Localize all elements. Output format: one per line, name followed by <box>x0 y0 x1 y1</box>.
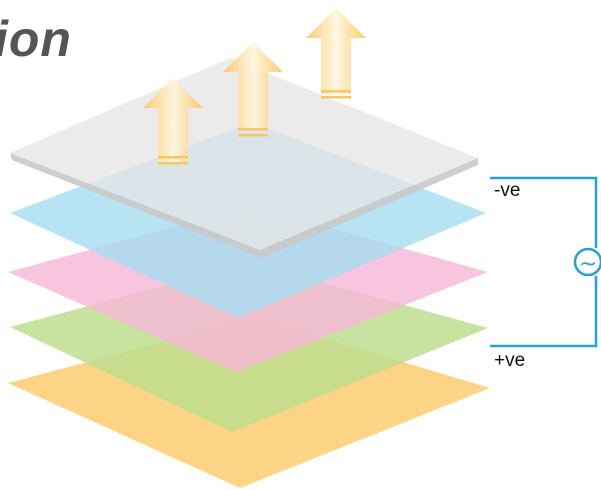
arrow-left <box>143 78 203 165</box>
positive-wire <box>490 276 598 348</box>
negative-terminal-label: -ve <box>494 180 521 201</box>
ac-source: ~ <box>573 247 601 277</box>
circuit-wires <box>490 176 598 348</box>
arrow-middle <box>223 42 283 137</box>
layer-top-gray-face <box>10 58 478 250</box>
ac-source-symbol: ~ <box>579 252 597 277</box>
title-fragment: ion <box>0 11 72 67</box>
layer-top-gray <box>10 58 478 258</box>
positive-terminal-label: +ve <box>494 350 526 371</box>
ac-source-circle <box>573 247 601 277</box>
negative-wire <box>490 176 598 248</box>
arrow-right <box>306 8 366 99</box>
